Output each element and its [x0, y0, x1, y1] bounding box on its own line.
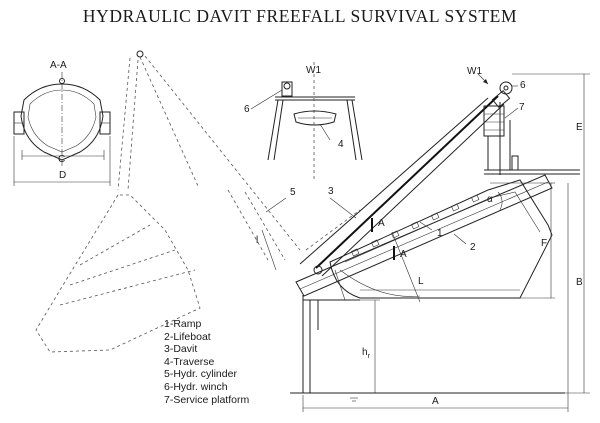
front-view-w1: W1 6 4 [244, 62, 363, 180]
davit-arm-upper [315, 95, 499, 269]
main-callout-7: 7 [519, 102, 525, 113]
dim-d-label: D [59, 170, 66, 181]
drawing-title: HYDRAULIC DAVIT FREEFALL SURVIVAL SYSTEM [82, 6, 518, 26]
legend-item: 7-Service platform [164, 393, 250, 406]
legend-item: 1-Ramp [164, 318, 202, 330]
front-callout-4: 4 [338, 139, 344, 150]
swung-out-position [35, 50, 301, 353]
davit-arm-lower [299, 97, 489, 265]
legend-item: 4-Traverse [164, 355, 215, 368]
boat-top-outline [293, 110, 337, 126]
davit-leg-right [351, 99, 363, 161]
davit-leg-left [267, 99, 279, 161]
legend: 1-Ramp 2-Lifeboat 3-Davit 4-Traverse 5-H… [164, 318, 249, 406]
hook-top [136, 50, 144, 58]
dim-l-label: L [418, 276, 424, 287]
main-callout-6: 6 [520, 80, 526, 91]
legend-item: 2-Lifeboat [164, 330, 211, 343]
dim-hr-label: hr [362, 347, 371, 360]
section-view-a-a: A-A C D [13, 60, 111, 186]
winch-block [281, 81, 293, 97]
lifeboat-windows [351, 194, 480, 257]
main-view: W1 6 7 3 5 1 2 A A α L l F [256, 66, 590, 412]
lifeboat-outline [329, 179, 553, 299]
dim-a-label: A [432, 396, 439, 407]
angle-alpha-label: α [487, 194, 493, 205]
section-marker-upper: A [378, 218, 385, 229]
hull-inner-line [27, 89, 97, 153]
main-callout-1: 1 [437, 228, 443, 239]
swung-boat-outline [35, 194, 201, 353]
main-callout-2: 2 [470, 242, 476, 253]
legend-item: 3-Davit [164, 343, 198, 356]
main-load-label: W1 [467, 66, 482, 77]
davit-pivot [313, 265, 323, 275]
dim-small-l-label: l [256, 235, 258, 246]
section-marker-lower: A [400, 249, 407, 260]
legend-item: 5-Hydr. cylinder [164, 368, 237, 381]
front-callout-6: 6 [244, 104, 250, 115]
dim-c-label: C [58, 154, 65, 165]
hull-section-outline [20, 83, 104, 161]
main-callout-3: 3 [328, 186, 334, 197]
section-label: A-A [50, 60, 67, 71]
dim-f-label: F [541, 238, 547, 249]
dim-e-label: E [576, 122, 583, 133]
main-callout-5: 5 [290, 187, 296, 198]
service-platform [483, 105, 580, 175]
dim-b-label: B [576, 277, 583, 288]
legend-item: 6-Hydr. winch [164, 380, 228, 393]
